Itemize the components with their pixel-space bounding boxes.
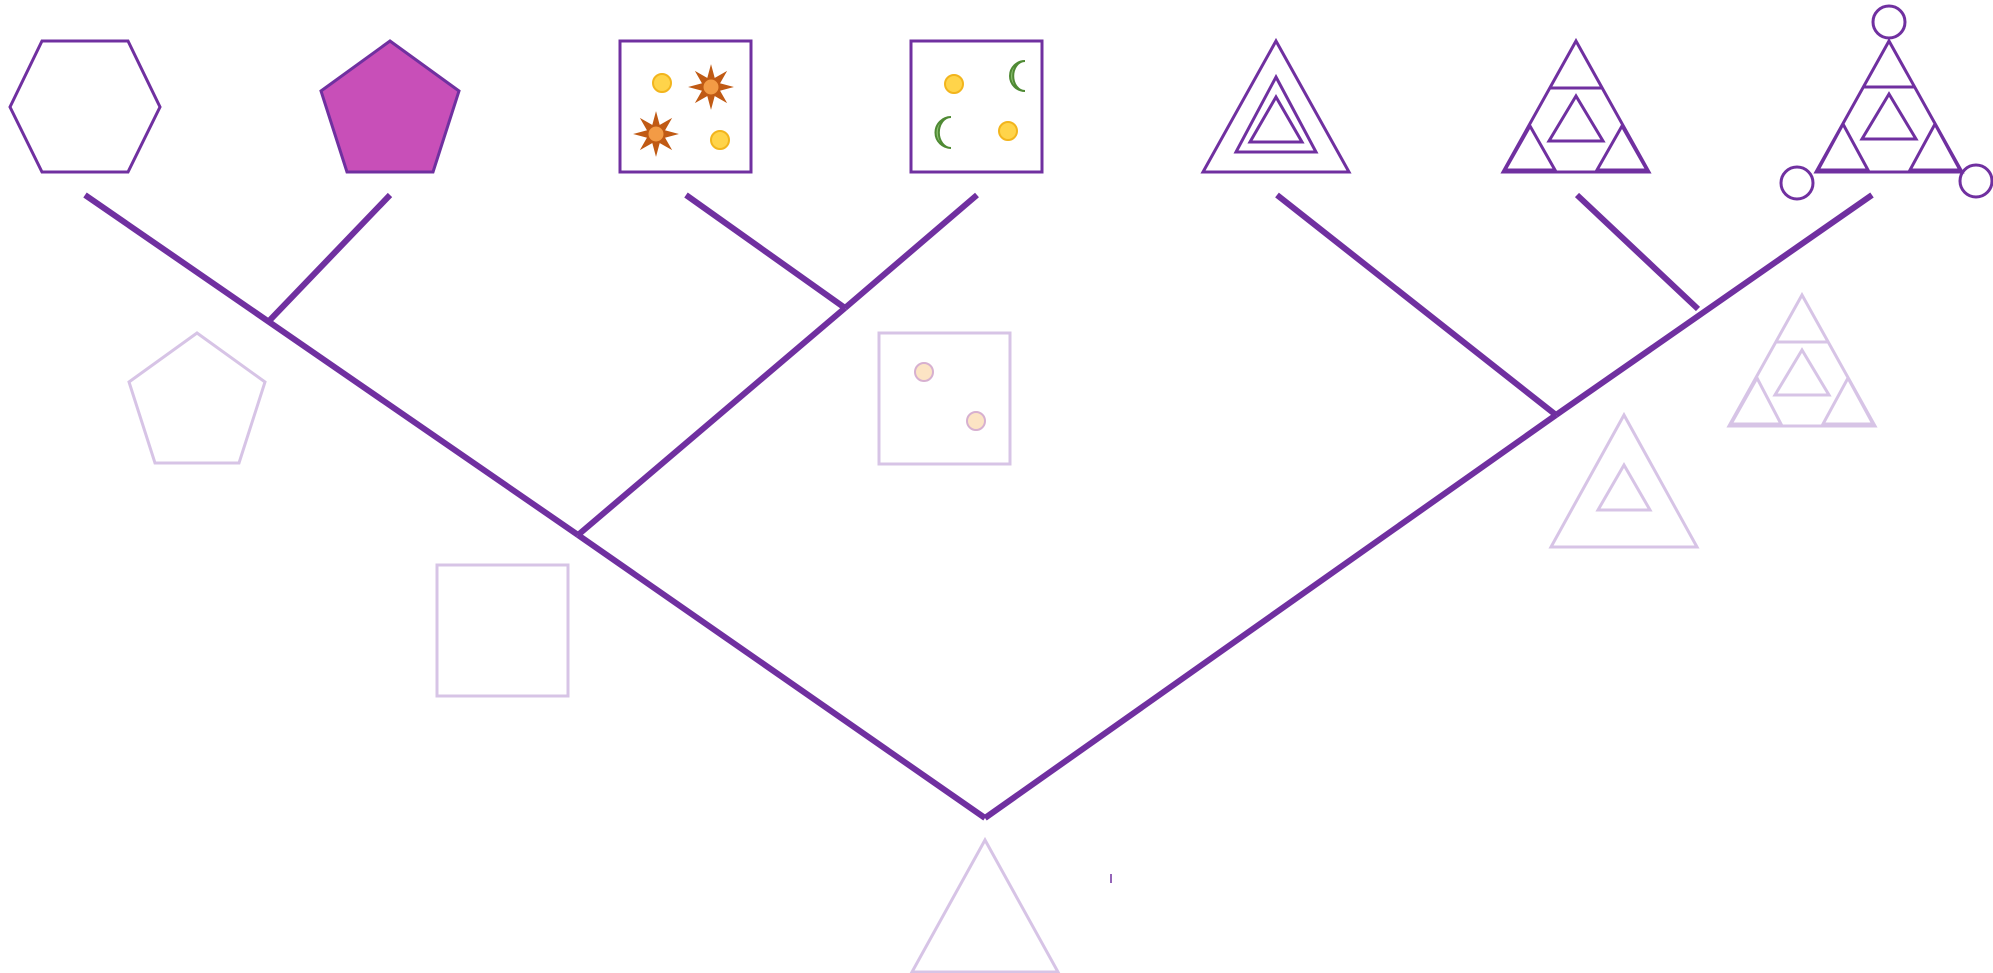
tip-hexagon bbox=[10, 41, 160, 172]
sun-icon bbox=[711, 131, 729, 149]
tip-square-suns-moons bbox=[911, 41, 1042, 172]
star-icon bbox=[690, 66, 732, 108]
star-core bbox=[648, 126, 664, 142]
tip-square-suns-stars bbox=[620, 41, 751, 172]
branch-to-square-suns-moons bbox=[845, 195, 977, 308]
ancestor-triangle-subdivided bbox=[1729, 295, 1875, 426]
ancestor-root-triangle bbox=[912, 840, 1058, 972]
star-icon bbox=[635, 113, 677, 155]
branch-root-left bbox=[578, 535, 985, 818]
tip-triangle-subdivided bbox=[1503, 41, 1649, 172]
sun-icon bbox=[945, 75, 963, 93]
ancestor-square bbox=[437, 565, 568, 696]
circle-icon bbox=[1873, 6, 1905, 38]
ancestral-states bbox=[129, 295, 1875, 972]
branch-left-to-hexagon bbox=[85, 195, 578, 535]
branch-to-pentagon bbox=[270, 195, 390, 320]
circle-icon bbox=[1781, 167, 1813, 199]
ancestor-triangle-inner bbox=[1551, 415, 1697, 547]
tip-triangle-nested bbox=[1203, 41, 1349, 172]
branch-to-triangle-subdivided bbox=[1577, 195, 1698, 309]
tree-branches bbox=[85, 195, 1872, 818]
tip-triangle-subdivided-circles bbox=[1781, 6, 1992, 199]
branch-to-square-suns-stars bbox=[686, 195, 845, 308]
ancestor-pentagon bbox=[129, 333, 265, 463]
tip-pentagon-filled bbox=[321, 41, 459, 172]
star-core bbox=[703, 79, 719, 95]
branch-to-square-node bbox=[578, 308, 845, 535]
branch-root-right bbox=[985, 415, 1556, 818]
tip-states bbox=[10, 6, 1992, 199]
branch-to-triangle-circles bbox=[1556, 195, 1872, 415]
moon-icon bbox=[1010, 61, 1025, 91]
branch-to-triangle-nested bbox=[1277, 195, 1556, 415]
circle-icon bbox=[1960, 165, 1992, 197]
sun-icon bbox=[653, 74, 671, 92]
ancestor-square-two-dots bbox=[879, 333, 1010, 464]
ancestor-dot bbox=[915, 363, 933, 381]
moon-icon bbox=[935, 117, 951, 148]
ancestor-dot bbox=[967, 412, 985, 430]
sun-icon bbox=[999, 122, 1017, 140]
